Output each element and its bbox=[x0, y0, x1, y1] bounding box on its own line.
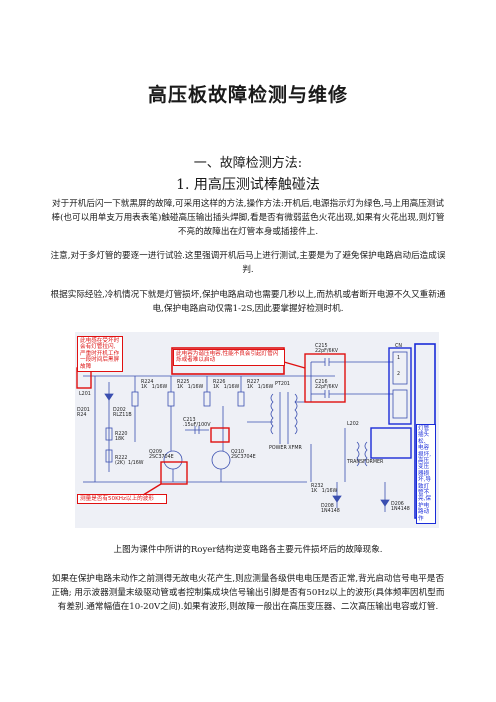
label-r232: R232 1K 1/16W bbox=[311, 484, 338, 495]
label-power-xfmr: POWER XFMR bbox=[269, 446, 302, 451]
label-c213: C213 .15uF/100V bbox=[183, 418, 211, 429]
label-c215: C215 22pF/6KV bbox=[315, 344, 339, 355]
paragraph-experience: 根据实际经验,冷机情况下就是灯管损坏,保护电路启动也需要几秒以上,而热机或者断开… bbox=[50, 290, 446, 314]
label-d208: D208 1N4148 bbox=[321, 504, 340, 515]
paragraph-test-method: 对于开机后闪一下就黑屏的故障,可采用这样的方法,操作方法:开机后,电源指示灯为绿… bbox=[51, 199, 445, 237]
label-d201: D201 R24 bbox=[77, 408, 90, 419]
label-pin2: 2 bbox=[397, 372, 401, 377]
label-r227: R227 1K 1/16W bbox=[247, 380, 274, 391]
label-d206: D206 1N4148 bbox=[391, 502, 410, 513]
label-pt201: PT201 bbox=[275, 382, 290, 387]
annotation-capacitor: 此电容为谐压电容,性能不良会引起灯管闪烁或者难以启动 bbox=[173, 349, 285, 366]
label-q210: Q210 2SC3704E bbox=[231, 450, 256, 461]
label-cn: CN bbox=[395, 344, 402, 349]
label-d202: D202 RLZ11B bbox=[113, 408, 132, 419]
paragraph-measurement: 如果在保护电路未动作之前测得无故电火花产生,则应测量各级供电电压是否正常,背光启… bbox=[51, 574, 445, 612]
label-l201: L201 bbox=[79, 392, 91, 397]
page-title: 高压板故障检测与维修 bbox=[147, 84, 348, 106]
annotation-lamp-fault: 灯管插头松、电容损坏,高压变压器损坏,导致灯管不亮,保护电路动作 bbox=[416, 424, 436, 525]
label-r224: R224 1K 1/16W bbox=[141, 380, 168, 391]
subsection-heading: 1. 用高压测试棒触碰法 bbox=[176, 177, 320, 193]
label-r220: R220 18K bbox=[115, 432, 128, 443]
label-l202: L202 bbox=[347, 422, 359, 427]
label-r225: R225 1K 1/16W bbox=[177, 380, 204, 391]
figure-caption: 上图为课件中所讲的Royer结构逆变电路各主要元件损坏后的故障现象. bbox=[113, 545, 383, 555]
section-heading: 一、故障检测方法: bbox=[193, 156, 303, 171]
schematic-drawing bbox=[76, 343, 436, 519]
annotation-waveform: 测量是否有50KHz以上的波形 bbox=[77, 494, 167, 505]
label-c216: C216 22pF/6KV bbox=[315, 380, 339, 391]
label-r226: R226 1K 1/16W bbox=[213, 380, 240, 391]
paragraph-note: 注意,对于多灯管的要逐一进行试验.这里强调开机后马上进行测试,主要是为了避免保护… bbox=[50, 251, 446, 275]
label-r222: R222 (2K) 1/16W bbox=[115, 456, 144, 467]
circuit-schematic: 此电感在受坏时会有灯管拉闪,严重时开机工作一段时间后黑屏故障 此电容为谐压电容,… bbox=[75, 332, 439, 528]
label-pin1: 1 bbox=[397, 356, 401, 361]
label-transformer: TRANSFORMER bbox=[347, 460, 384, 465]
annotation-inductor: 此电感在受坏时会有灯管拉闪,严重时开机工作一段时间后黑屏故障 bbox=[77, 336, 123, 373]
label-q209: Q209 2SC3704E bbox=[149, 450, 174, 461]
